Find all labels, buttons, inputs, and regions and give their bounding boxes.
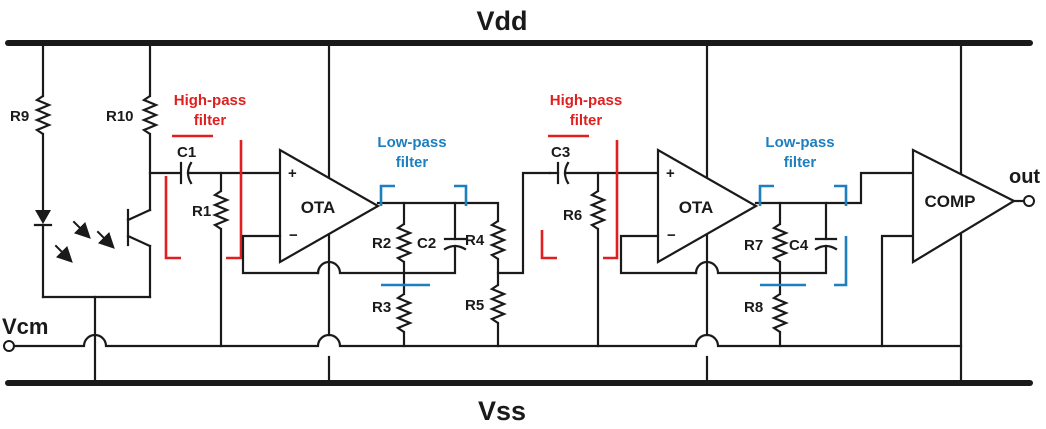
lp2-label-line1: Low-pass	[765, 134, 834, 151]
hp1-label-line2: filter	[194, 112, 227, 129]
r8-resistor	[771, 293, 789, 333]
lp2-label-line2: filter	[784, 154, 817, 171]
r4-label: R4	[465, 232, 485, 249]
divider-tap-wire	[496, 171, 552, 275]
hp1-label-line1: High-pass	[174, 92, 247, 109]
c1-label: C1	[177, 144, 196, 161]
r3-label: R3	[372, 299, 391, 316]
ota1-feedback-hop	[316, 260, 406, 275]
ota1-feedback	[241, 234, 320, 275]
r4-resistor	[489, 220, 507, 260]
comp-amplifier	[911, 148, 1017, 264]
r5-resistor	[489, 284, 507, 324]
ota2-minus: −	[667, 227, 676, 244]
hp2-label-line1: High-pass	[550, 92, 623, 109]
lp1-left-bracket	[379, 184, 395, 206]
r7-label: R7	[744, 237, 763, 254]
light-arrow-icon	[96, 230, 115, 249]
transistor-collector	[126, 208, 152, 222]
vcm-terminal	[3, 340, 15, 352]
ota2-output-wire	[754, 171, 917, 205]
ota2-label: OTA	[679, 198, 714, 217]
hp1-left-bracket	[164, 176, 181, 260]
r2-label: R2	[372, 235, 391, 252]
c4-bottom-wire	[778, 244, 828, 275]
transistor-emitter	[126, 234, 152, 248]
r6-label: R6	[563, 207, 582, 224]
vdd-label: Vdd	[477, 6, 528, 36]
light-arrow-icon	[54, 244, 73, 263]
lp1-label-line2: filter	[396, 154, 429, 171]
r10-resistor	[141, 95, 159, 135]
ota1-output-wire	[376, 201, 500, 223]
hp2-right-bracket	[603, 140, 619, 260]
r1-label: R1	[192, 203, 211, 220]
r3-resistor	[395, 293, 413, 333]
c2-label: C2	[417, 235, 436, 252]
c2-bottom-wire	[402, 244, 457, 275]
light-arrow-icon	[72, 220, 91, 239]
r10-label: R10	[106, 108, 134, 125]
lp2-left-bracket	[758, 184, 774, 206]
ota2-amplifier	[656, 148, 759, 264]
vcm-bus	[12, 333, 963, 348]
ota1-minus: −	[289, 227, 298, 244]
lp2-right-bracket	[834, 184, 848, 206]
r9-label: R9	[10, 108, 29, 125]
comp-ref-wire	[880, 234, 917, 348]
hp1-right-bracket	[226, 140, 243, 260]
ota2-plus: +	[666, 165, 675, 182]
ota1-plus: +	[288, 165, 297, 182]
out-terminal	[1023, 195, 1035, 207]
ota2-feedback-hop	[694, 260, 782, 275]
ota2-feedback	[619, 234, 698, 275]
hp2-label-line2: filter	[570, 112, 603, 129]
c4-label: C4	[789, 237, 809, 254]
r1-resistor	[212, 190, 230, 230]
vss-label: Vss	[478, 396, 526, 426]
out-label: out	[1009, 166, 1040, 188]
c3-label: C3	[551, 144, 570, 161]
photodiode-icon	[35, 210, 51, 224]
hp2-left-bracket	[540, 230, 557, 260]
r5-label: R5	[465, 297, 484, 314]
comp-label: COMP	[925, 192, 976, 211]
lp1-label-line1: Low-pass	[377, 134, 446, 151]
lp1-right-bracket	[454, 184, 468, 206]
r8-label: R8	[744, 299, 763, 316]
r6-resistor	[589, 190, 607, 230]
lp2-right-lower-bracket	[834, 236, 848, 287]
ota1-label: OTA	[301, 198, 336, 217]
ota1-amplifier	[278, 148, 381, 264]
r2-resistor	[395, 223, 413, 263]
r9-resistor	[34, 95, 52, 135]
vcm-label: Vcm	[2, 314, 48, 339]
r7-resistor	[771, 223, 789, 263]
